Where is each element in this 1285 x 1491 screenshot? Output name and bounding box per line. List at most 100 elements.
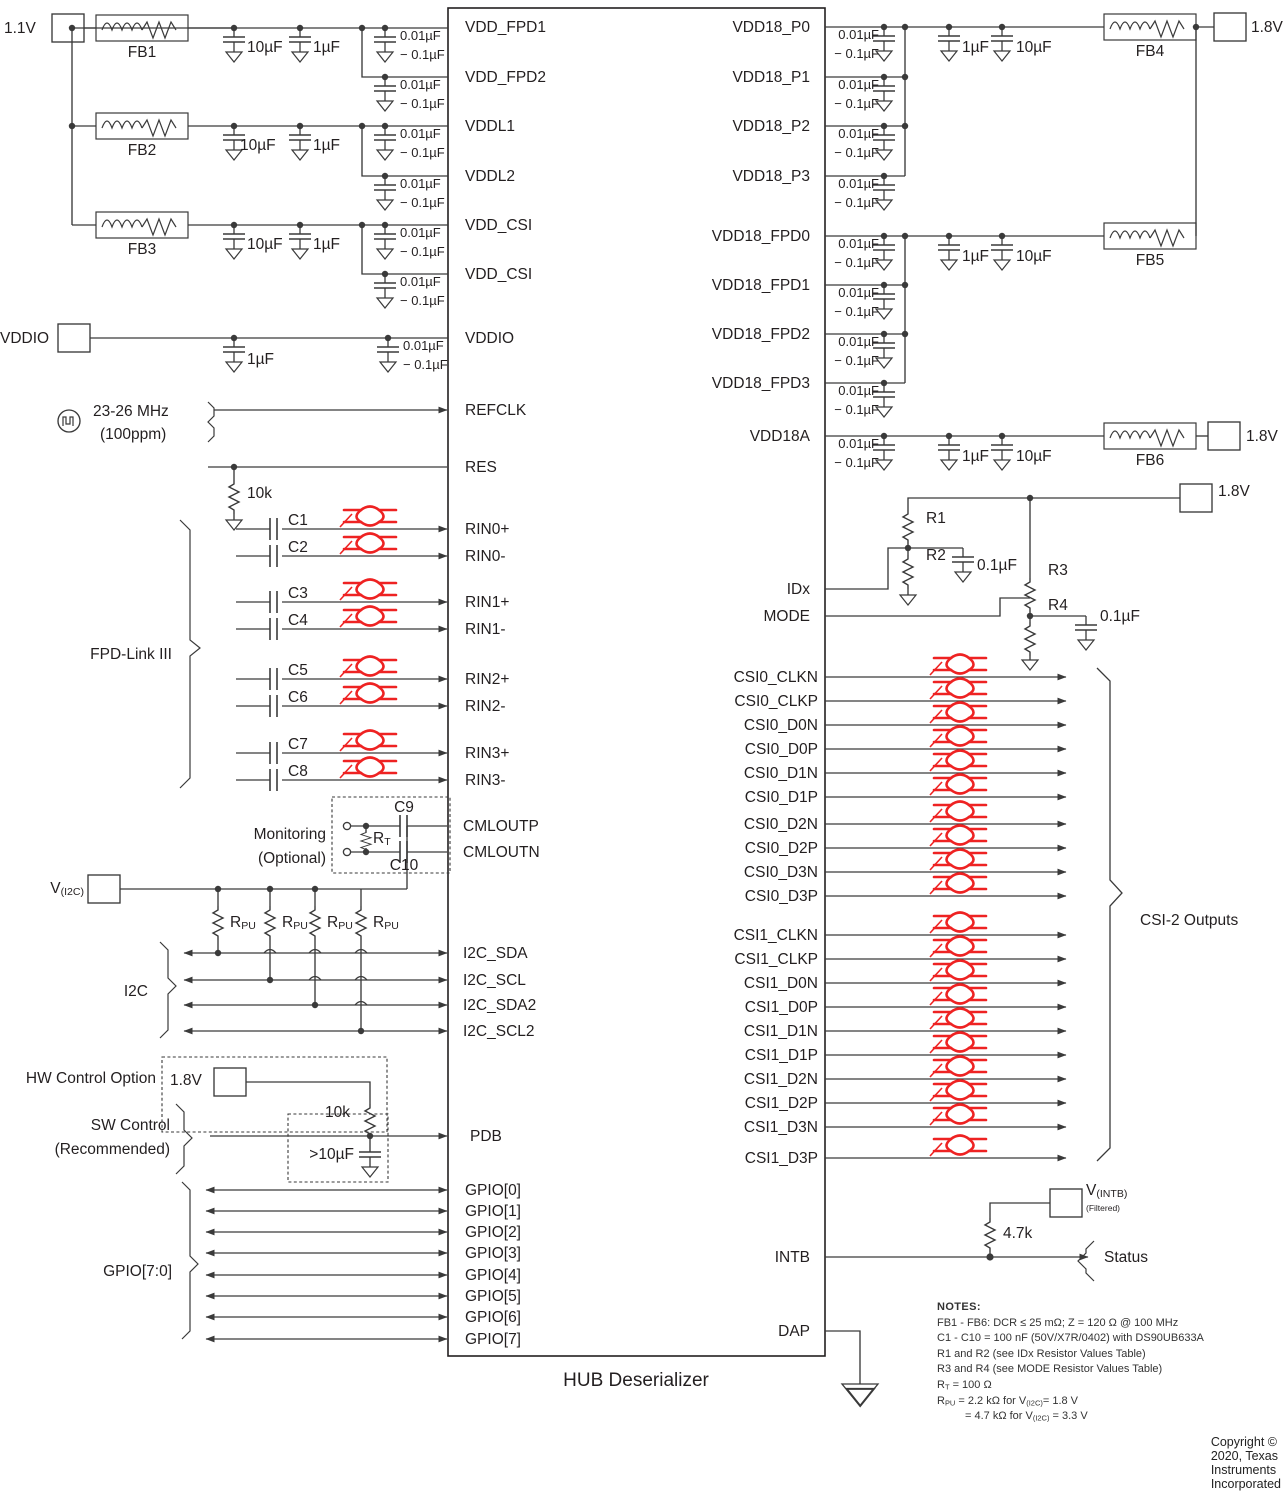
notes-line-rt: RT = 100 Ω bbox=[937, 1379, 992, 1392]
resistor-label-pdb-10k: 10k bbox=[325, 1104, 350, 1121]
pin-label-intb: INTB bbox=[774, 1249, 810, 1266]
pin-label-rin0p: RIN0+ bbox=[465, 521, 510, 538]
cap-label-1uf-1: 1µF bbox=[313, 39, 341, 56]
cap-label-01uf-r4: 0.1µF bbox=[1100, 608, 1140, 625]
resistor-label-res-10k: 10k bbox=[247, 485, 272, 502]
group-label-sw-control-l2: (Recommended) bbox=[54, 1141, 170, 1158]
group-label-hw-control: HW Control Option bbox=[25, 1070, 156, 1087]
monitoring-label-line1: Monitoring bbox=[253, 826, 326, 843]
pin-label-csi0-d3p: CSI0_D3P bbox=[744, 888, 818, 905]
cap-label-1uf-2: 1µF bbox=[313, 137, 341, 154]
cap-label-decouple-right-bot-1: − 0.1µF bbox=[834, 96, 879, 111]
pin-label-mode: MODE bbox=[763, 608, 811, 625]
pin-label-vdd18-fpd3: VDD18_FPD3 bbox=[711, 375, 810, 392]
pin-label-i2c-sda2: I2C_SDA2 bbox=[463, 997, 537, 1014]
pin-label-vdd18-p2: VDD18_P2 bbox=[732, 118, 810, 135]
cap-label-decouple-bot-4: − 0.1µF bbox=[400, 195, 445, 210]
cap-label-10uf-2: 10µF bbox=[240, 137, 276, 154]
pin-label-gpio2: GPIO[2] bbox=[465, 1224, 521, 1241]
cap-label-decouple-right-bot-5: − 0.1µF bbox=[834, 304, 879, 319]
pin-label-pdb: PDB bbox=[470, 1128, 502, 1145]
group-label-csi2: CSI-2 Outputs bbox=[1140, 912, 1239, 929]
cap-label-decouple-right-bot-6: − 0.1µF bbox=[834, 353, 879, 368]
pin-label-dap: DAP bbox=[778, 1323, 810, 1340]
pin-label-i2c-sda: I2C_SDA bbox=[463, 945, 528, 962]
cap-label-decouple-right-top-0: 0.01µF bbox=[838, 27, 879, 42]
monitoring-label-line2: (Optional) bbox=[257, 850, 326, 867]
resistor-label-r4: R4 bbox=[1048, 597, 1068, 614]
page-title: HUB Deserializer bbox=[563, 1370, 709, 1391]
rail-label-vddio: VDDIO bbox=[0, 330, 50, 347]
cap-label-decouple-bot-vddio: − 0.1µF bbox=[403, 357, 448, 372]
cap-label-decouple-right-top-6: 0.01µF bbox=[838, 334, 879, 349]
pin-label-gpio0: GPIO[0] bbox=[465, 1182, 521, 1199]
pin-label-cmloutp: CMLOUTP bbox=[463, 818, 539, 835]
pin-label-csi0-d1p: CSI0_D1P bbox=[744, 789, 818, 806]
cap-refdes-c7: C7 bbox=[288, 736, 308, 753]
cap-label-decouple-bot-1: − 0.1µF bbox=[400, 47, 445, 62]
pin-label-rin1n: RIN1- bbox=[465, 621, 506, 638]
pin-label-csi1-clkn: CSI1_CLKN bbox=[733, 927, 818, 944]
cap-label-pdb: >10µF bbox=[309, 1146, 354, 1163]
ferrite-label-fb6: FB6 bbox=[1135, 452, 1165, 469]
rail-label-vi2c: V(I2C) bbox=[50, 880, 84, 898]
group-label-i2c: I2C bbox=[123, 983, 148, 1000]
pin-label-csi1-d1p: CSI1_D1P bbox=[744, 1047, 818, 1064]
pin-label-res: RES bbox=[465, 459, 497, 476]
cap-label-decouple-right-bot-0: − 0.1µF bbox=[834, 46, 879, 61]
pin-label-rin3p: RIN3+ bbox=[465, 745, 510, 762]
cap-label-decouple-right-bot-3: − 0.1µF bbox=[834, 195, 879, 210]
pin-label-vdd18-fpd2: VDD18_FPD2 bbox=[711, 326, 810, 343]
notes-line-rpu-2: = 4.7 kΩ for V(I2C) = 3.3 V bbox=[965, 1410, 1088, 1423]
cap-label-10uf-fb6: 10µF bbox=[1016, 448, 1052, 465]
rail-label-1v8-fb4: 1.8V bbox=[1251, 19, 1283, 36]
oscillator-ppm-label: (100ppm) bbox=[100, 426, 167, 443]
rail-label-vintb-filtered: (Filtered) bbox=[1086, 1203, 1121, 1213]
pin-label-i2c-scl: I2C_SCL bbox=[463, 972, 526, 989]
rail-label-1v8-hw: 1.8V bbox=[170, 1072, 202, 1089]
pin-label-idx: IDx bbox=[786, 581, 810, 598]
resistor-label-r3: R3 bbox=[1048, 562, 1068, 579]
pin-label-vdd18a: VDD18A bbox=[749, 428, 810, 445]
cap-label-decouple-right-top-5: 0.01µF bbox=[838, 285, 879, 300]
resistor-label-rpu-3: RPU bbox=[327, 914, 353, 932]
notes-line-3: R1 and R2 (see IDx Resistor Values Table… bbox=[937, 1347, 1146, 1360]
pin-label-gpio6: GPIO[6] bbox=[465, 1309, 521, 1326]
group-label-gpio: GPIO[7:0] bbox=[103, 1263, 172, 1280]
cap-label-decouple-right-top-7: 0.01µF bbox=[838, 383, 879, 398]
ferrite-label-fb4: FB4 bbox=[1135, 43, 1165, 60]
cap-refdes-c1: C1 bbox=[288, 512, 308, 529]
ferrite-label-fb3: FB3 bbox=[127, 241, 157, 258]
cap-label-decouple-right-bot-4: − 0.1µF bbox=[834, 255, 879, 270]
cap-label-decouple-right-bot-8: − 0.1µF bbox=[834, 455, 879, 470]
pin-label-csi1-d2p: CSI1_D2P bbox=[744, 1095, 818, 1112]
pin-label-cmloutn: CMLOUTN bbox=[463, 844, 540, 861]
cap-refdes-c10: C10 bbox=[389, 857, 419, 874]
cap-label-decouple-bot-3: − 0.1µF bbox=[400, 145, 445, 160]
pin-label-rin2p: RIN2+ bbox=[465, 671, 510, 688]
pin-label-gpio5: GPIO[5] bbox=[465, 1288, 521, 1305]
pin-label-csi0-d2p: CSI0_D2P bbox=[744, 840, 818, 857]
resistor-label-r2: R2 bbox=[926, 547, 946, 564]
cap-label-decouple-right-top-1: 0.01µF bbox=[838, 77, 879, 92]
cap-label-10uf-3: 10µF bbox=[247, 236, 283, 253]
cap-label-01uf-r2: 0.1µF bbox=[977, 557, 1017, 574]
cap-label-10uf-1: 10µF bbox=[247, 39, 283, 56]
cap-label-decouple-top-1: 0.01µF bbox=[400, 28, 441, 43]
cap-refdes-c4: C4 bbox=[288, 612, 308, 629]
notes-line-1: FB1 - FB6: DCR ≤ 25 mΩ; Z = 120 Ω @ 100 … bbox=[937, 1316, 1179, 1329]
pin-label-vdd-csi-2: VDD_CSI bbox=[465, 266, 533, 283]
ferrite-label-fb2: FB2 bbox=[127, 142, 157, 159]
cap-label-decouple-right-bot-2: − 0.1µF bbox=[834, 145, 879, 160]
cap-label-1uf-fb6: 1µF bbox=[962, 448, 990, 465]
cap-label-10uf-fb4: 10µF bbox=[1016, 39, 1052, 56]
pin-label-rin1p: RIN1+ bbox=[465, 594, 510, 611]
rail-label-1v8-fb6: 1.8V bbox=[1246, 428, 1278, 445]
pin-label-csi0-clkn: CSI0_CLKN bbox=[733, 669, 818, 686]
pin-label-csi1-d3p: CSI1_D3P bbox=[744, 1150, 818, 1167]
schematic-canvas: 1.1V VDDIO FB1 FB2 FB3 FB4 FB5 FB6 10µF … bbox=[0, 7, 1283, 1491]
group-label-fpd-link: FPD-Link III bbox=[90, 646, 172, 663]
cap-label-decouple-top-5: 0.01µF bbox=[400, 225, 441, 240]
cap-label-decouple-right-top-8: 0.01µF bbox=[838, 436, 879, 451]
pin-label-vdd18-p3: VDD18_P3 bbox=[732, 168, 810, 185]
